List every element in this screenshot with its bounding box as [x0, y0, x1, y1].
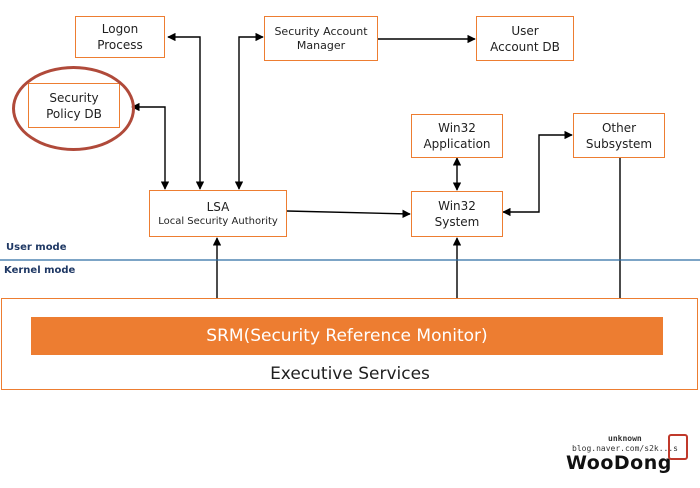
logon-lsa-arrow [167, 32, 205, 190]
other-subsystem-box: Other Subsystem [573, 113, 665, 158]
win32-system-box: Win32 System [411, 191, 503, 237]
box-line: LSA [206, 199, 230, 214]
box-line: Account DB [490, 39, 560, 54]
user-account-db-box: User Account DB [476, 16, 574, 61]
policy-db-highlight-circle [12, 66, 135, 151]
kernel-mode-label: Kernel mode [4, 265, 76, 276]
security-account-manager-box: Security Account Manager [264, 16, 378, 61]
watermark-blog: blog.naver.com/s2k...s [572, 444, 678, 453]
watermark-logo: unknown blog.naver.com/s2k...s WooDong [560, 432, 694, 476]
box-line: Application [423, 137, 491, 151]
lsa-box: LSA Local Security Authority [149, 190, 287, 237]
policydb-lsa-arrow [131, 102, 170, 190]
sam-lsa-arrow [234, 32, 264, 190]
win32-application-box: Win32 Application [411, 114, 503, 158]
box-line: Win32 [438, 121, 476, 135]
user-mode-label: User mode [6, 242, 67, 253]
logon-process-box: Logon Process [75, 16, 165, 58]
watermark-stamp-icon [668, 434, 688, 460]
box-line: Manager [296, 38, 346, 52]
box-line: Win32 [438, 199, 476, 213]
box-line: Process [97, 38, 143, 52]
lsa-win32sys-arrow [286, 209, 411, 219]
box-line: Security Account [274, 24, 368, 38]
box-line: Other [601, 120, 637, 135]
srm-bar: SRM(Security Reference Monitor) [31, 317, 663, 355]
box-line: Subsystem [585, 136, 653, 151]
srm-label: SRM(Security Reference Monitor) [206, 326, 488, 346]
executive-services-label: Executive Services [270, 364, 430, 384]
box-line: System [434, 215, 480, 229]
other-win32sys-arrow [502, 130, 573, 217]
box-line: Logon [101, 22, 139, 36]
box-line: User [511, 23, 539, 38]
box-line: Local Security Authority [158, 215, 278, 227]
watermark-tag: unknown [608, 434, 642, 443]
watermark-name: WooDong [566, 452, 672, 474]
